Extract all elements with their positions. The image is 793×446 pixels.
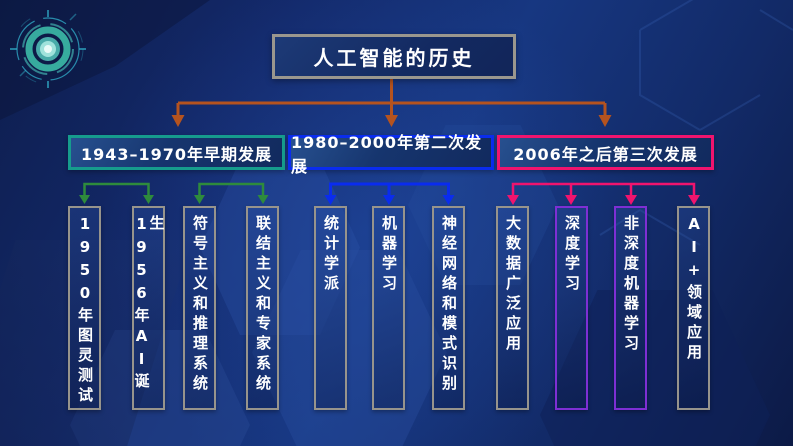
timeline-column-text: 非深度机器学习	[622, 215, 640, 355]
period-box-second-development: 1980–2000年第二次发展	[288, 133, 494, 176]
timeline-column-text: 1956年AI诞生	[132, 215, 166, 393]
timeline-column-text: 符号主义和推理系统	[191, 215, 209, 395]
timeline-column-text: 大数据广泛应用	[504, 215, 522, 355]
timeline-column-9: 深度学习	[555, 206, 588, 410]
timeline-column-8: 大数据广泛应用	[496, 206, 529, 410]
timeline-column-5: 统计学派	[314, 206, 347, 410]
period-box-early-development: 1943–1970年早期发展	[68, 135, 285, 170]
timeline-column-11: AI+领域应用	[677, 206, 710, 410]
timeline-column-text: 神经网络和模式识别	[440, 215, 458, 395]
timeline-column-text: 1950年图灵测试	[76, 215, 94, 407]
page-title: 人工智能的历史	[272, 34, 516, 79]
period-label: 1980–2000年第二次发展	[291, 132, 483, 176]
timeline-column-text: 联结主义和专家系统	[254, 215, 272, 395]
page-title-label: 人工智能的历史	[313, 46, 475, 70]
timeline-column-text: 深度学习	[563, 215, 581, 295]
timeline-column-10: 非深度机器学习	[614, 206, 647, 410]
timeline-column-7: 神经网络和模式识别	[432, 206, 465, 410]
timeline-column-3: 符号主义和推理系统	[183, 206, 216, 410]
timeline-column-text: 统计学派	[322, 215, 340, 295]
corner-shade-decoration	[0, 0, 210, 120]
period-label: 2006年之后第三次发展	[513, 144, 698, 164]
timeline-column-1: 1950年图灵测试	[68, 206, 101, 410]
timeline-column-text: AI+领域应用	[685, 215, 703, 364]
timeline-column-6: 机器学习	[372, 206, 405, 410]
timeline-column-2: 1956年AI诞生	[132, 206, 166, 410]
orange-connector	[171, 73, 612, 127]
timeline-column-4: 联结主义和专家系统	[246, 206, 279, 410]
timeline-column-text: 机器学习	[380, 215, 398, 295]
period-box-third-development: 2006年之后第三次发展	[497, 135, 714, 170]
period-label: 1943–1970年早期发展	[80, 144, 273, 164]
